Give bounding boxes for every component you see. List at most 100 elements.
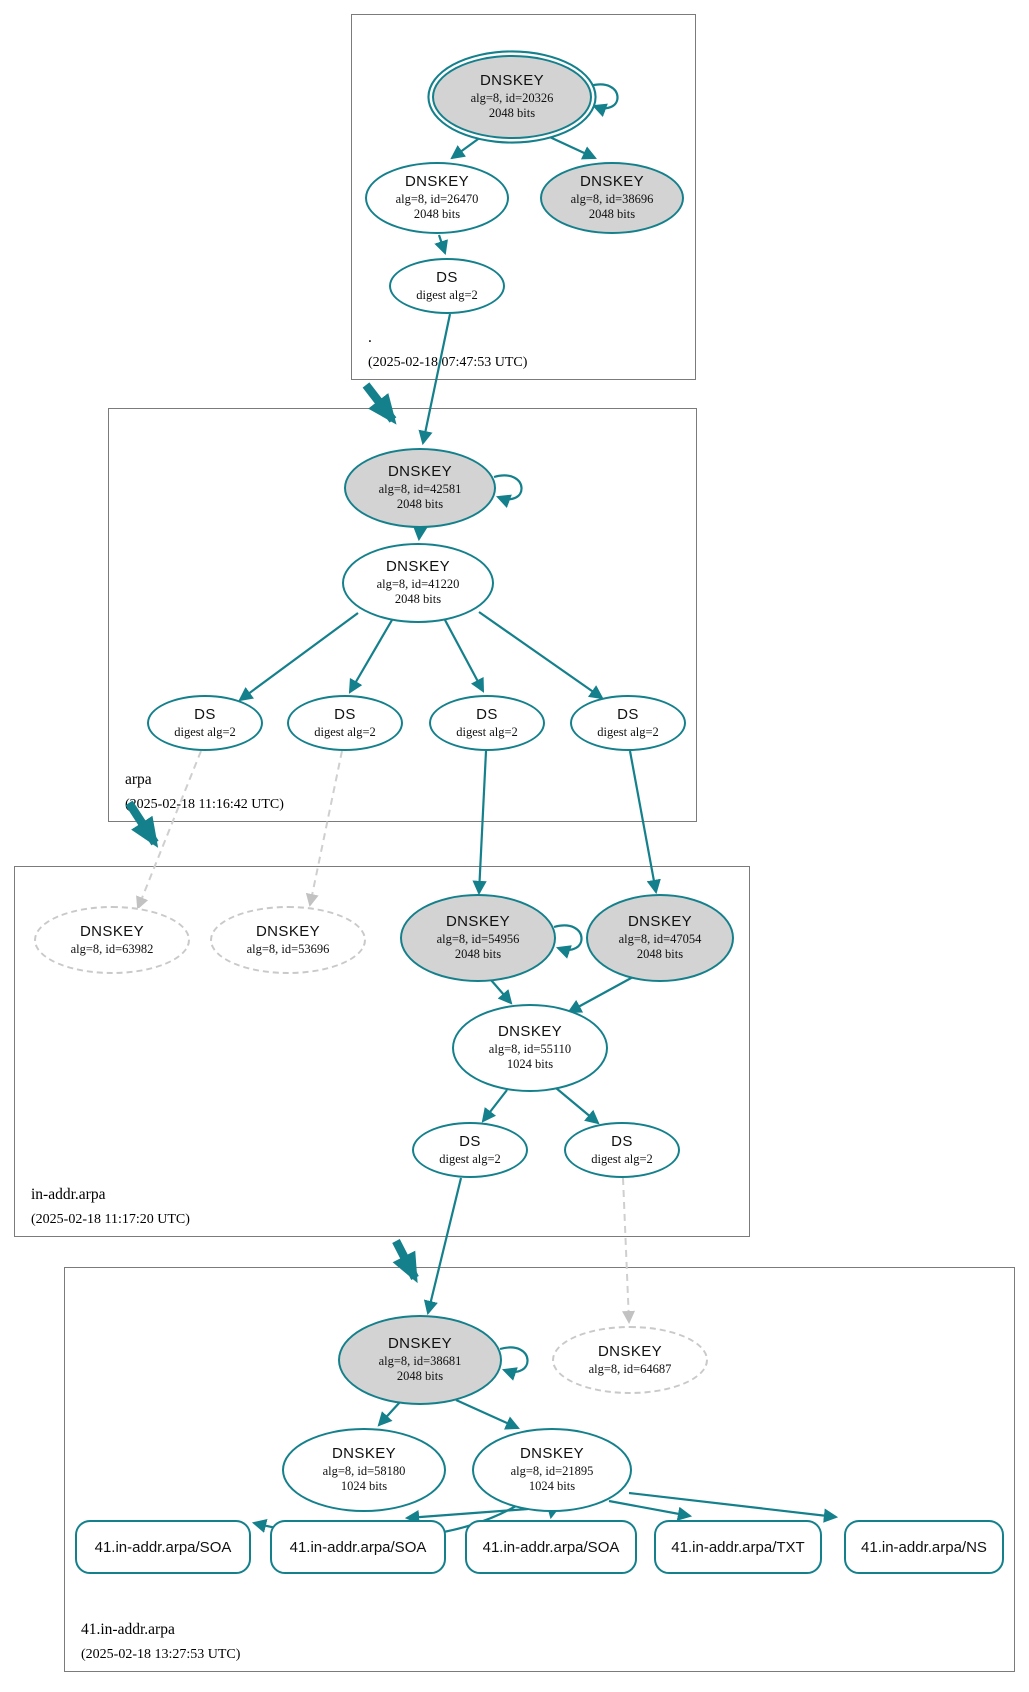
rrset-label: 41.in-addr.arpa/SOA bbox=[482, 1538, 620, 1556]
zone-name-root: . bbox=[368, 329, 372, 346]
zone-timestamp-root: (2025-02-18 07:47:53 UTC) bbox=[368, 355, 528, 370]
rrset-node-ns[interactable]: 41.in-addr.arpa/NS bbox=[844, 1520, 1004, 1574]
node-digest: digest alg=2 bbox=[174, 724, 236, 739]
ds-node-root[interactable]: DS digest alg=2 bbox=[389, 258, 505, 314]
edge-20326-26470 bbox=[450, 133, 486, 160]
dnskey-node-41220[interactable]: DNSKEY alg=8, id=41220 2048 bits bbox=[342, 543, 494, 623]
dnskey-node-21895[interactable]: DNSKEY alg=8, id=21895 1024 bits bbox=[472, 1428, 632, 1512]
zone-name-41-in-addr-arpa: 41.in-addr.arpa bbox=[81, 1621, 175, 1638]
zone-timestamp-41-in-addr-arpa: (2025-02-18 13:27:53 UTC) bbox=[81, 1647, 241, 1662]
edge-iads1-38681 bbox=[423, 1177, 463, 1316]
ds-node-arpa-3[interactable]: DS digest alg=2 bbox=[429, 695, 545, 751]
node-bits: 1024 bits bbox=[340, 1479, 388, 1494]
node-type-label: DNSKEY bbox=[497, 1023, 563, 1040]
edge-42581-41220 bbox=[413, 526, 428, 542]
node-digest: digest alg=2 bbox=[456, 724, 518, 739]
node-alg-id: alg=8, id=55110 bbox=[488, 1041, 572, 1056]
node-alg-id: alg=8, id=47054 bbox=[618, 931, 702, 946]
edge-selfloop-20326 bbox=[589, 83, 619, 117]
edge-47054-55110 bbox=[567, 976, 634, 1014]
node-type-label: DS bbox=[436, 268, 458, 286]
node-type-label: DNSKEY bbox=[579, 173, 645, 190]
node-bits: 1024 bits bbox=[506, 1057, 554, 1072]
edge-selfloop-42581 bbox=[493, 474, 523, 508]
rrset-label: 41.in-addr.arpa/SOA bbox=[94, 1538, 232, 1556]
dnskey-node-38681[interactable]: DNSKEY alg=8, id=38681 2048 bits bbox=[338, 1315, 502, 1405]
dnskey-node-55110[interactable]: DNSKEY alg=8, id=55110 1024 bits bbox=[452, 1004, 608, 1092]
edge-iads2-missing64687 bbox=[622, 1177, 636, 1324]
dnskey-node-58180[interactable]: DNSKEY alg=8, id=58180 1024 bits bbox=[282, 1428, 446, 1512]
node-alg-id: alg=8, id=20326 bbox=[470, 90, 554, 105]
ds-node-arpa-4[interactable]: DS digest alg=2 bbox=[570, 695, 686, 751]
edge-arpads1-missing63982 bbox=[136, 750, 202, 910]
dnskey-node-missing-63982[interactable]: DNSKEY alg=8, id=63982 bbox=[34, 906, 190, 974]
node-bits: 1024 bits bbox=[528, 1479, 576, 1494]
node-type-label: DNSKEY bbox=[387, 1335, 453, 1352]
node-alg-id: alg=8, id=38681 bbox=[378, 1353, 462, 1368]
node-alg-id: alg=8, id=41220 bbox=[376, 576, 460, 591]
dnskey-node-missing-53696[interactable]: DNSKEY alg=8, id=53696 bbox=[210, 906, 366, 974]
rrset-node-soa-3[interactable]: 41.in-addr.arpa/SOA bbox=[465, 1520, 637, 1574]
edge-21895-soa2 bbox=[404, 1507, 529, 1525]
node-type-label: DNSKEY bbox=[79, 922, 145, 940]
delegation-arrow-root-arpa bbox=[362, 382, 397, 425]
dnskey-node-47054[interactable]: DNSKEY alg=8, id=47054 2048 bits bbox=[586, 894, 734, 982]
edge-41220-ds1 bbox=[238, 612, 359, 702]
dnskey-node-38696[interactable]: DNSKEY alg=8, id=38696 2048 bits bbox=[540, 162, 684, 234]
edge-arpads4-47054 bbox=[628, 750, 661, 895]
ds-node-arpa-1[interactable]: DS digest alg=2 bbox=[147, 695, 263, 751]
ds-node-inaddr-2[interactable]: DS digest alg=2 bbox=[564, 1122, 680, 1178]
edge-38681-21895 bbox=[455, 1398, 520, 1430]
ds-node-inaddr-1[interactable]: DS digest alg=2 bbox=[412, 1122, 528, 1178]
edge-38681-58180 bbox=[377, 1401, 401, 1427]
node-type-label: DS bbox=[334, 705, 356, 723]
edge-41220-ds4 bbox=[478, 611, 604, 700]
node-alg-id: alg=8, id=26470 bbox=[395, 191, 479, 206]
node-type-label: DS bbox=[459, 1132, 481, 1150]
dnskey-node-54956[interactable]: DNSKEY alg=8, id=54956 2048 bits bbox=[400, 894, 556, 982]
edge-selfloop-54956 bbox=[553, 924, 583, 959]
node-bits: 2048 bits bbox=[396, 1369, 444, 1384]
zone-box-root: . (2025-02-18 07:47:53 UTC) bbox=[351, 14, 696, 380]
rrset-node-txt[interactable]: 41.in-addr.arpa/TXT bbox=[654, 1520, 822, 1574]
rrset-node-soa-1[interactable]: 41.in-addr.arpa/SOA bbox=[75, 1520, 251, 1574]
edge-21895-txt bbox=[608, 1499, 693, 1521]
dnskey-node-missing-64687[interactable]: DNSKEY alg=8, id=64687 bbox=[552, 1326, 708, 1394]
node-type-label: DS bbox=[194, 705, 216, 723]
node-type-label: DNSKEY bbox=[445, 913, 511, 930]
zone-timestamp-arpa: (2025-02-18 11:16:42 UTC) bbox=[125, 797, 284, 812]
dnskey-node-42581[interactable]: DNSKEY alg=8, id=42581 2048 bits bbox=[344, 448, 496, 528]
edge-55110-ds1 bbox=[481, 1089, 508, 1123]
edge-arpads3-54956 bbox=[472, 750, 488, 896]
node-bits: 2048 bits bbox=[413, 207, 461, 222]
node-type-label: DS bbox=[617, 705, 639, 723]
edge-20326-38696 bbox=[540, 132, 597, 160]
edge-26470-ds bbox=[434, 234, 448, 256]
node-alg-id: alg=8, id=63982 bbox=[70, 941, 154, 956]
node-type-label: DS bbox=[611, 1132, 633, 1150]
node-type-label: DNSKEY bbox=[519, 1445, 585, 1462]
node-bits: 2048 bits bbox=[454, 947, 502, 962]
node-alg-id: alg=8, id=58180 bbox=[322, 1463, 406, 1478]
node-bits: 2048 bits bbox=[394, 592, 442, 607]
node-type-label: DNSKEY bbox=[627, 913, 693, 930]
zone-timestamp-in-addr-arpa: (2025-02-18 11:17:20 UTC) bbox=[31, 1212, 190, 1227]
node-type-label: DNSKEY bbox=[385, 558, 451, 575]
node-digest: digest alg=2 bbox=[439, 1151, 501, 1166]
node-alg-id: alg=8, id=42581 bbox=[378, 481, 462, 496]
node-type-label: DS bbox=[476, 705, 498, 723]
dnskey-node-26470[interactable]: DNSKEY alg=8, id=26470 2048 bits bbox=[365, 162, 509, 234]
node-digest: digest alg=2 bbox=[314, 724, 376, 739]
edge-41220-ds3 bbox=[444, 619, 485, 693]
rrset-node-soa-2[interactable]: 41.in-addr.arpa/SOA bbox=[270, 1520, 446, 1574]
delegation-arrow-inaddr-41 bbox=[392, 1239, 419, 1284]
node-alg-id: alg=8, id=54956 bbox=[436, 931, 520, 946]
dnskey-node-20326[interactable]: DNSKEY alg=8, id=20326 2048 bits bbox=[432, 55, 592, 139]
ds-node-arpa-2[interactable]: DS digest alg=2 bbox=[287, 695, 403, 751]
zone-name-arpa: arpa bbox=[125, 771, 152, 788]
rrset-label: 41.in-addr.arpa/NS bbox=[861, 1538, 987, 1556]
edge-selfloop-38681 bbox=[499, 1346, 529, 1381]
zone-box-41-in-addr-arpa: 41.in-addr.arpa (2025-02-18 13:27:53 UTC… bbox=[64, 1267, 1015, 1672]
